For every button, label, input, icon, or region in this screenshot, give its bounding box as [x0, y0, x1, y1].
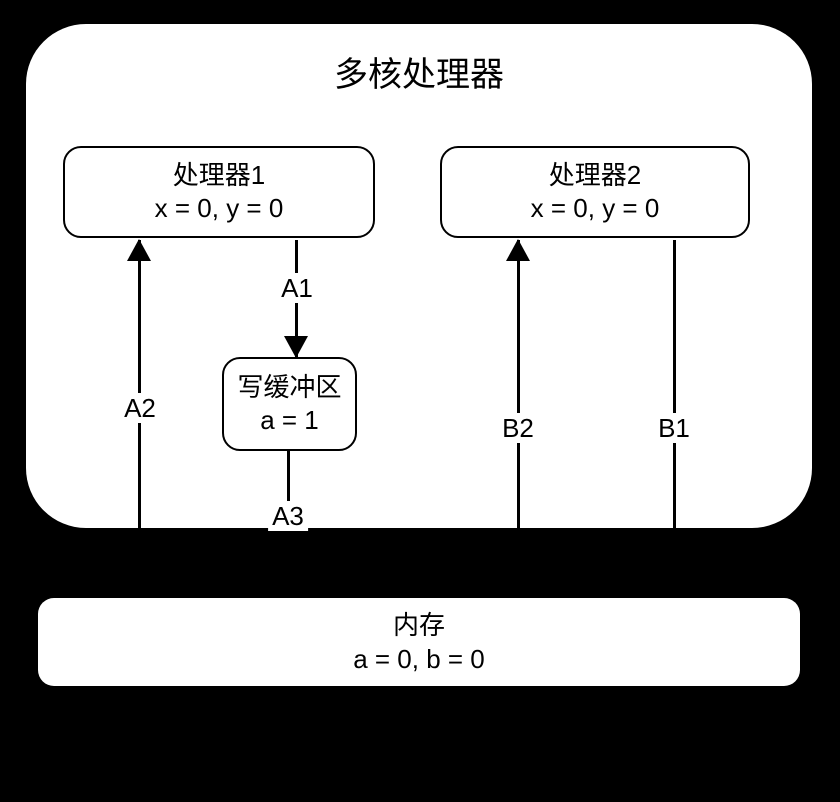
write-buffer-title: 写缓冲区	[237, 372, 342, 402]
processor2-title: 处理器2	[548, 160, 642, 190]
memory-box: 内存 a = 0, b = 0	[38, 598, 800, 686]
processor1-state: x = 0, y = 0	[154, 193, 284, 223]
edge-label-a3: A3	[268, 501, 308, 531]
diagram-title: 多核处理器	[334, 56, 504, 94]
edge-label-b1: B1	[654, 413, 694, 443]
arrowhead-down-icon	[284, 336, 308, 358]
arrowhead-up-icon	[506, 239, 530, 261]
edge-label-b2: B2	[498, 413, 538, 443]
processor1-box: 处理器1 x = 0, y = 0	[63, 146, 375, 238]
write-buffer-box: 写缓冲区 a = 1	[222, 357, 357, 451]
arrowhead-up-icon	[127, 239, 151, 261]
multicore-processor-container	[26, 24, 812, 528]
processor1-title: 处理器1	[172, 160, 266, 190]
edge-label-a1: A1	[277, 273, 317, 303]
processor2-box: 处理器2 x = 0, y = 0	[440, 146, 750, 238]
edge-label-a2: A2	[120, 393, 160, 423]
write-buffer-state: a = 1	[260, 405, 319, 435]
memory-title: 内存	[392, 610, 445, 640]
memory-state: a = 0, b = 0	[353, 644, 485, 674]
processor2-state: x = 0, y = 0	[530, 193, 660, 223]
